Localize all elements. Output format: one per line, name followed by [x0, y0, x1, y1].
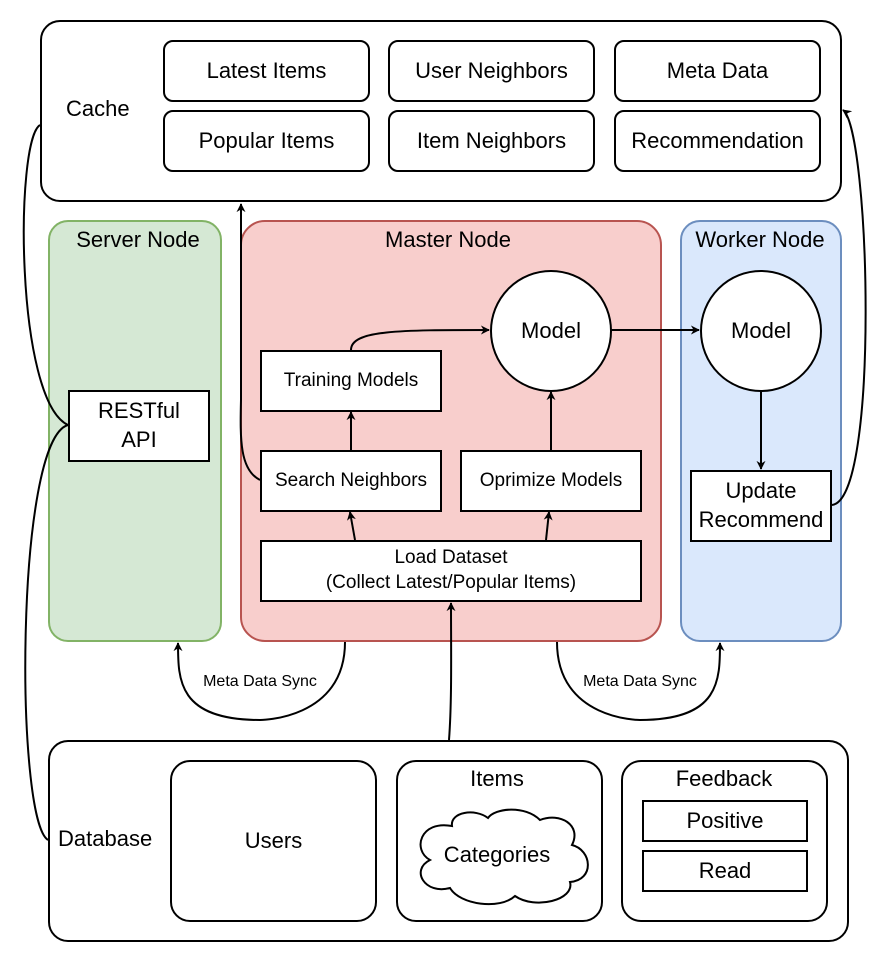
training-to-model-arrow	[350, 325, 490, 351]
master-node-label: Master Node	[385, 227, 511, 252]
load-dataset-box: Load Dataset (Collect Latest/Popular Ite…	[260, 540, 642, 602]
server-node-label: Server Node	[76, 227, 200, 252]
load-to-optimize-arrow	[543, 511, 553, 541]
meta-sync-left-arrow	[173, 641, 346, 722]
meta-data-sync-right-label: Meta Data Sync	[583, 673, 697, 690]
database-label: Database	[58, 826, 153, 851]
meta-data-sync-left-label: Meta Data Sync	[203, 673, 317, 690]
load-to-search-arrow	[346, 511, 356, 541]
optimize-models-box: Oprimize Models	[460, 450, 642, 512]
cache-to-api-link	[22, 124, 69, 426]
database-to-load-arrow	[446, 602, 456, 741]
cache-item-item-neighbors: Item Neighbors	[388, 110, 595, 172]
items-label: Items	[470, 766, 524, 791]
training-models-box: Training Models	[260, 350, 442, 412]
update-to-cache-arrow	[831, 109, 867, 506]
categories-cloud-shape	[419, 808, 589, 906]
meta-sync-right-arrow	[556, 641, 725, 722]
worker-node-label: Worker Node	[695, 227, 825, 252]
users-box: Users	[170, 760, 377, 922]
cache-item-popular-items: Popular Items	[163, 110, 370, 172]
search-to-cache-arrow	[236, 203, 261, 481]
restful-api-box: RESTful API	[68, 390, 210, 462]
cache-label: Cache	[66, 96, 130, 121]
master-model-circle: Model	[490, 270, 612, 392]
cache-item-user-neighbors: User Neighbors	[388, 40, 595, 102]
api-to-database-link	[24, 424, 69, 841]
read-box: Read	[642, 850, 808, 892]
cache-item-recommendation: Recommendation	[614, 110, 821, 172]
items-box	[396, 760, 603, 922]
worker-model-circle: Model	[700, 270, 822, 392]
categories-label: Categories	[443, 842, 551, 867]
cache-item-latest-items: Latest Items	[163, 40, 370, 102]
update-recommend-box: Update Recommend	[690, 470, 832, 542]
search-neighbors-box: Search Neighbors	[260, 450, 442, 512]
feedback-label: Feedback	[675, 766, 773, 791]
cache-item-meta-data: Meta Data	[614, 40, 821, 102]
positive-box: Positive	[642, 800, 808, 842]
